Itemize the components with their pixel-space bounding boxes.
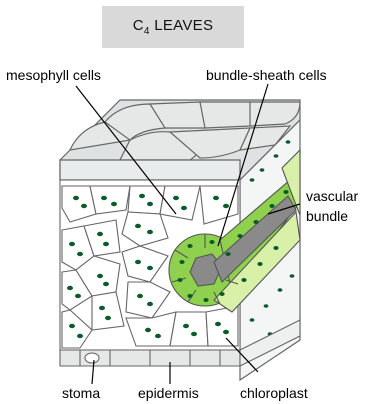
label-stoma: stoma: [62, 385, 100, 401]
stoma-opening: [85, 353, 99, 363]
label-bundle: bundle: [306, 208, 348, 224]
label-epidermis: epidermis: [138, 385, 199, 401]
label-mesophyll-cells: mesophyll cells: [6, 67, 101, 83]
label-bundle-sheath-cells: bundle-sheath cells: [206, 67, 327, 83]
label-vascular: vascular: [306, 188, 358, 204]
label-chloroplast: chloroplast: [240, 385, 308, 401]
